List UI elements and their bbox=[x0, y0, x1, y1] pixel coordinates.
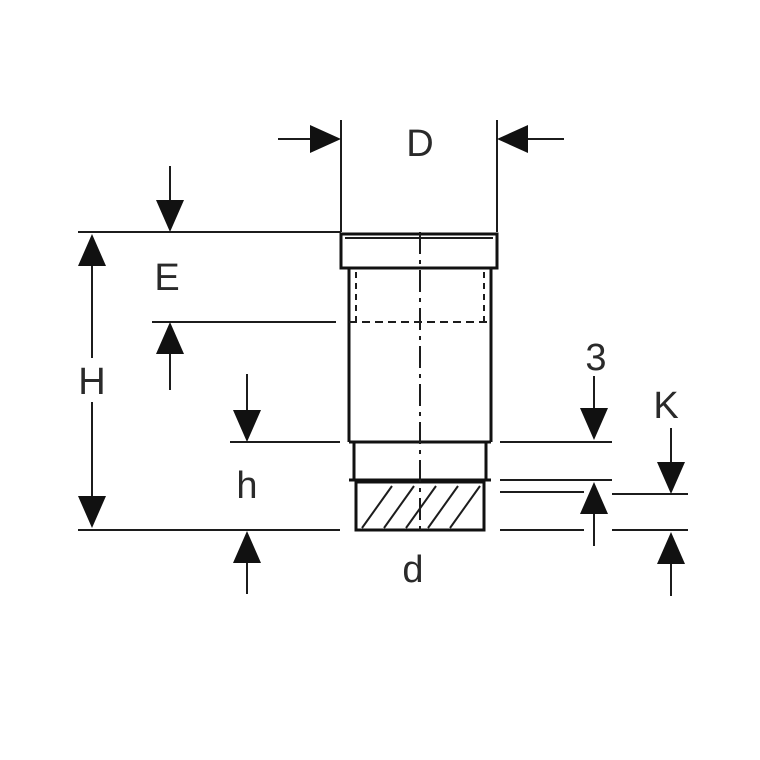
dimension-E: E bbox=[78, 166, 341, 390]
label-K: K bbox=[653, 385, 678, 427]
dimension-K: K bbox=[612, 385, 688, 596]
dimension-3: 3 bbox=[500, 337, 612, 546]
label-3: 3 bbox=[585, 337, 606, 379]
dimension-D: D bbox=[278, 120, 564, 232]
dimension-h: h bbox=[230, 374, 340, 594]
label-h: h bbox=[236, 465, 257, 507]
label-D: D bbox=[406, 123, 433, 165]
dimension-H: H bbox=[74, 234, 340, 531]
label-H: H bbox=[78, 361, 105, 403]
label-d: d bbox=[402, 549, 423, 591]
label-E: E bbox=[154, 257, 179, 299]
pipe-body bbox=[339, 232, 499, 534]
